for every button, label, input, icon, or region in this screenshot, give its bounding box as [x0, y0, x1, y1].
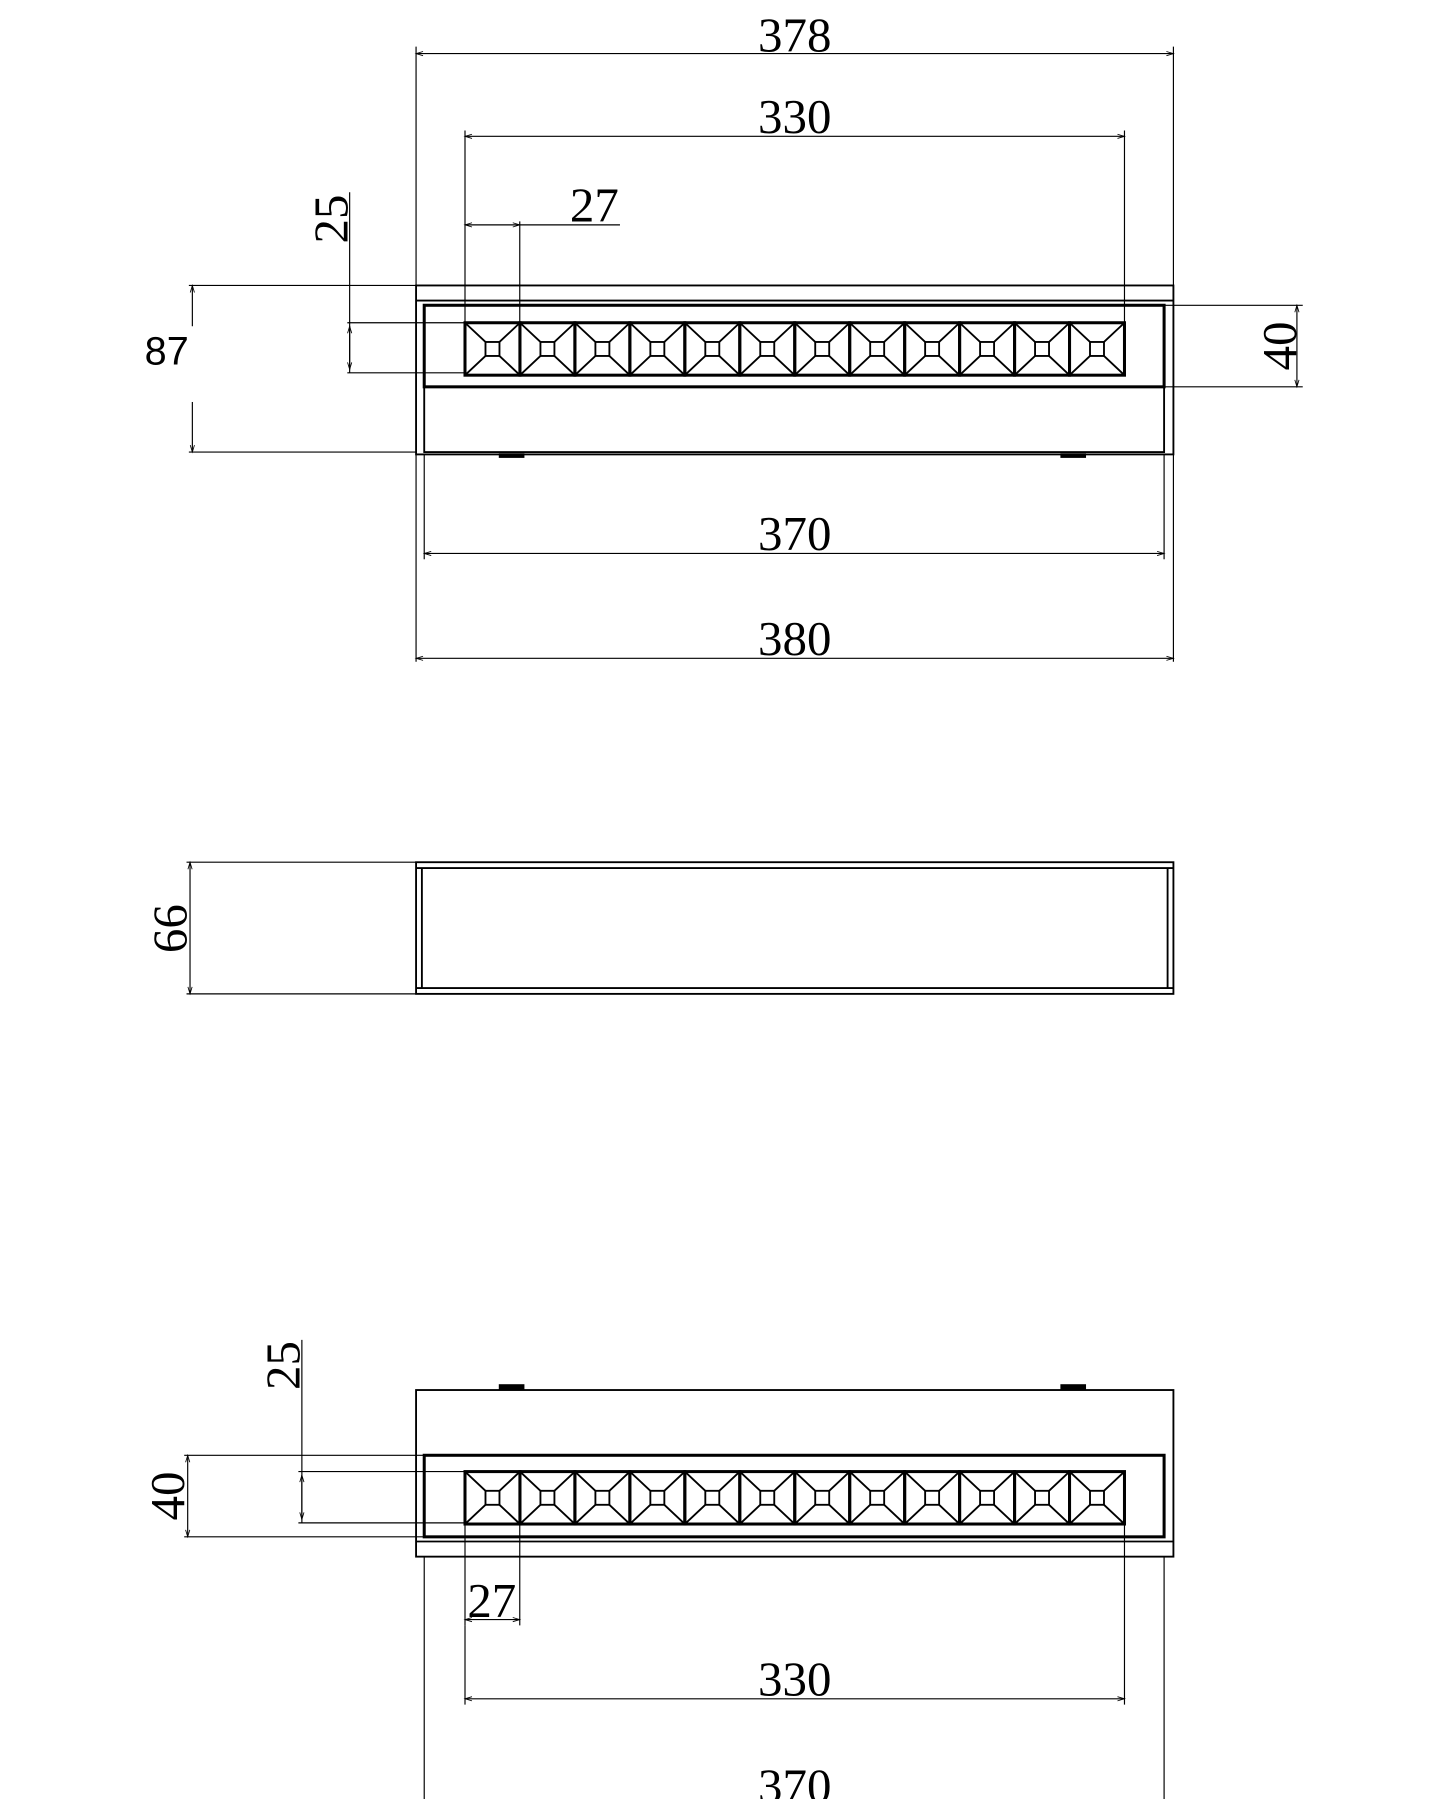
housing-outline	[415, 284, 1175, 456]
led-cell	[903, 1470, 962, 1526]
led-cell	[573, 1470, 632, 1526]
led-cell	[958, 321, 1017, 377]
mount-clip	[498, 1384, 525, 1391]
dim-40: 40	[140, 1472, 195, 1521]
led-cell	[793, 321, 852, 377]
led-array	[463, 321, 1126, 377]
mount-clip	[1060, 453, 1087, 458]
led-array	[463, 1470, 1126, 1526]
led-cell	[518, 1470, 577, 1526]
top-view: 378 330 27 25 87 40 370 380	[145, 7, 1307, 666]
mount-clip	[1060, 1384, 1087, 1391]
led-cell	[848, 321, 907, 377]
led-cell	[573, 321, 632, 377]
side-outline	[415, 861, 1175, 995]
housing-outline	[415, 1389, 1175, 1558]
led-panel-frame	[422, 1453, 1166, 1539]
led-cell	[463, 321, 522, 377]
led-cell	[738, 321, 797, 377]
led-cell	[848, 1470, 907, 1526]
mount-clip	[498, 453, 525, 458]
dim-378: 378	[758, 7, 831, 62]
led-cell	[628, 1470, 687, 1526]
dim-330: 330	[758, 89, 831, 144]
led-cell	[518, 321, 577, 377]
dim-25: 25	[303, 195, 358, 244]
led-cell	[1013, 321, 1072, 377]
dim-25: 25	[256, 1341, 311, 1390]
dim-40: 40	[1252, 322, 1307, 371]
led-cell	[1013, 1470, 1072, 1526]
led-cell	[463, 1470, 522, 1526]
led-cell	[628, 321, 687, 377]
dim-27: 27	[570, 177, 619, 232]
led-cell	[958, 1470, 1017, 1526]
housing-body	[423, 385, 1166, 454]
dim-66: 66	[143, 904, 198, 953]
dim-380: 380	[758, 611, 831, 666]
dim-370: 370	[758, 1758, 831, 1799]
dim-370: 370	[758, 506, 831, 561]
led-cell	[683, 321, 742, 377]
led-cell	[683, 1470, 742, 1526]
led-cell	[1068, 321, 1126, 377]
led-cell	[738, 1470, 797, 1526]
side-view: 66	[143, 860, 1175, 996]
led-cell	[1068, 1470, 1126, 1526]
dim-27: 27	[467, 1573, 516, 1628]
led-cell	[793, 1470, 852, 1526]
led-cell	[903, 321, 962, 377]
dim-330: 330	[758, 1651, 831, 1706]
dim-87: 87	[145, 330, 189, 374]
bottom-view: 25 40 27 330 370	[140, 1339, 1175, 1799]
